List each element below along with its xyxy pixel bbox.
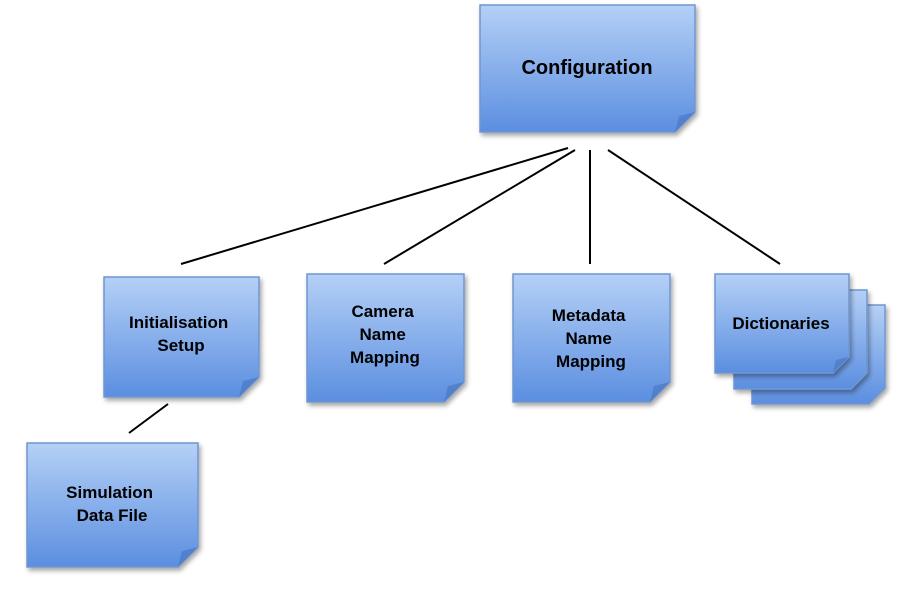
node-metadata-name-mapping-label: Metadata Name Mapping [552, 306, 630, 371]
node-dictionaries-fold [833, 357, 849, 373]
node-metadata-name-mapping-fold [650, 382, 670, 402]
node-configuration: Configuration [479, 4, 696, 133]
node-dictionaries-label: Dictionaries [732, 314, 829, 333]
connector-configuration-camera-name-mapping [383, 149, 576, 265]
node-camera-name-mapping: Camera Name Mapping [306, 273, 465, 403]
node-dictionaries: Dictionaries [714, 273, 886, 405]
node-simulation-data-file-box [26, 442, 199, 568]
node-simulation-data-file-fold [178, 547, 198, 567]
node-initialisation-setup: Initialisation Setup [103, 276, 260, 398]
node-initialisation-setup-fold [239, 377, 259, 397]
connector-initialisation-setup-simulation-data-file [128, 403, 169, 434]
node-camera-name-mapping-fold [444, 382, 464, 402]
connectors [128, 147, 781, 434]
node-configuration-fold [675, 112, 695, 132]
connector-configuration-dictionaries [607, 149, 781, 265]
node-camera-name-mapping-label: Camera Name Mapping [350, 302, 420, 367]
node-simulation-data-file: Simulation Data File [26, 442, 199, 568]
node-metadata-name-mapping: Metadata Name Mapping [512, 273, 671, 403]
node-configuration-label: Configuration [521, 57, 652, 79]
node-simulation-data-file-label: Simulation Data File [66, 483, 158, 525]
connector-configuration-initialisation-setup [180, 147, 569, 265]
node-initialisation-setup-label: Initialisation Setup [129, 313, 233, 355]
